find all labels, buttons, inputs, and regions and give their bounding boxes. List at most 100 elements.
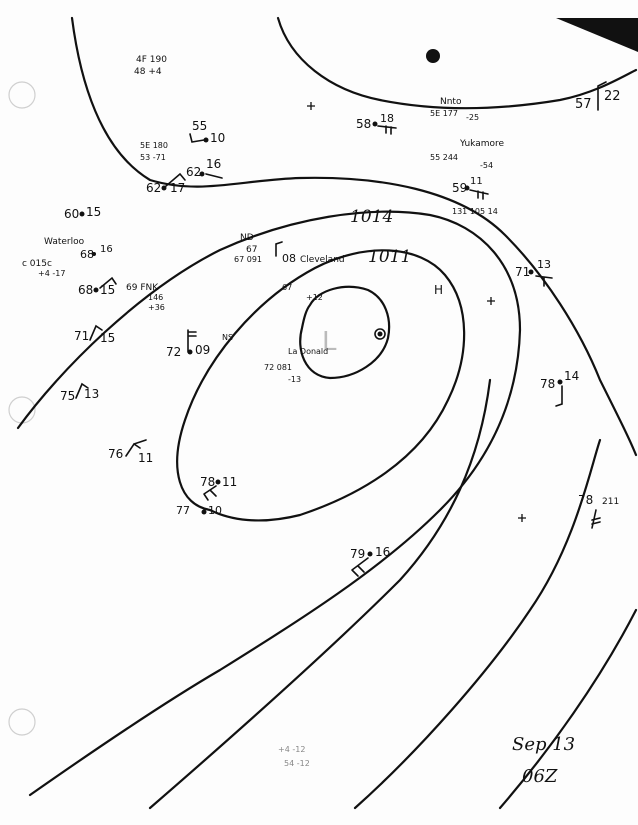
cross-1	[307, 102, 315, 110]
note: 67	[282, 283, 292, 292]
wind-barb	[165, 172, 186, 187]
isobar-1014	[16, 210, 522, 797]
station-wind: 211	[602, 497, 619, 507]
station-wind: 22	[604, 89, 621, 104]
wind-barb	[597, 81, 607, 111]
note: Waterloo	[44, 237, 85, 247]
note: 5E 180	[140, 141, 168, 150]
station-71-west: 71 15	[74, 324, 115, 345]
low-pressure-letter: L	[322, 327, 337, 357]
station-wind: 11	[470, 176, 483, 187]
station-wind: 10	[210, 131, 225, 145]
wind-barb	[351, 557, 369, 577]
isobar-innermost	[299, 285, 391, 380]
station-57: 57 22	[575, 81, 621, 112]
note: 67 091	[234, 255, 262, 264]
wind-barb	[189, 133, 205, 143]
note: Yukamore	[459, 139, 505, 149]
station-wind: 14	[564, 369, 579, 383]
map-time: 06Z	[522, 766, 558, 787]
station-78-southeast: 78 211	[578, 493, 619, 529]
station-78-east: 78 14	[540, 369, 579, 407]
note: 146	[148, 293, 163, 302]
note: -13	[288, 375, 301, 384]
note: +4 -17	[38, 269, 65, 278]
low-center-marker	[374, 328, 386, 340]
isobar-outer-north	[70, 16, 638, 457]
station-dot	[201, 509, 207, 515]
station-temp: 62	[146, 181, 161, 195]
binder-hole-top	[8, 81, 36, 109]
station-temp: 71	[74, 329, 89, 343]
wind-barb	[125, 439, 147, 457]
station-76: 76 11	[108, 439, 153, 465]
isobar-label-1011: 1011	[368, 247, 411, 267]
note: +12	[306, 293, 323, 302]
station-wind: 15	[100, 283, 115, 297]
station-75: 75 13	[60, 382, 99, 403]
note: -25	[466, 113, 479, 122]
note: c 015c	[22, 259, 52, 269]
station-dot	[161, 185, 167, 191]
note: 131 105 14	[452, 207, 498, 216]
station-dot	[215, 479, 221, 485]
station-55: 55 10	[189, 119, 225, 145]
station-wind: 09	[195, 343, 210, 357]
wind-barb	[469, 189, 489, 200]
station-temp: 78	[200, 475, 215, 489]
station-wind: 16	[206, 157, 221, 171]
note: Nnto	[440, 97, 462, 107]
binder-hole-bottom	[8, 708, 36, 736]
station-wind: 15	[86, 205, 101, 219]
station-temp: 58	[356, 117, 371, 131]
note: +36	[148, 303, 165, 312]
station-dot	[92, 252, 96, 256]
station-58: 58 18	[356, 112, 397, 135]
note: ND	[240, 233, 254, 243]
station-78-center: 78 11	[200, 475, 237, 501]
station-wind: 13	[537, 258, 551, 271]
note: -54	[480, 161, 493, 170]
isobar-northeast	[276, 16, 638, 110]
note: 69 FNK	[126, 283, 159, 293]
note: +4 -12	[278, 745, 305, 754]
station-temp: 75	[60, 389, 75, 403]
station-wind: 15	[100, 331, 115, 345]
station-dot	[79, 211, 85, 217]
station-dot	[372, 121, 378, 127]
station-temp: 78	[578, 493, 593, 507]
station-wind: 11	[222, 475, 237, 489]
station-dot	[203, 137, 209, 143]
station-temp: 71	[515, 265, 530, 279]
station-wind: 16	[375, 545, 390, 559]
wind-barb	[89, 324, 103, 341]
station-68-west: 68 16	[80, 244, 113, 261]
station-temp: 77	[176, 504, 190, 517]
note: 54 -12	[284, 759, 310, 768]
station-temp: 76	[108, 447, 123, 461]
note: La Donald	[288, 347, 328, 356]
isobar-1011	[176, 249, 466, 522]
wind-barb	[75, 382, 89, 399]
note: 5E 177	[430, 109, 458, 118]
station-72: 72 09	[166, 329, 210, 359]
wind-barb	[555, 385, 563, 407]
cross-2	[487, 297, 495, 305]
grid-crosses	[307, 102, 526, 522]
station-wind: 10	[208, 504, 222, 517]
note: Cleveland	[300, 255, 345, 265]
high-marker: H	[434, 283, 443, 297]
wind-barb	[203, 485, 217, 501]
note: 4F 190	[136, 55, 167, 65]
station-60: 60 15	[64, 205, 101, 221]
station-dot	[93, 287, 99, 293]
station-wind: 17	[170, 181, 185, 195]
low-center-dot	[377, 331, 383, 337]
map-date: Sep 13	[512, 734, 575, 755]
station-dot	[528, 269, 534, 275]
station-temp: 60	[64, 207, 79, 221]
station-67: 67 08	[246, 241, 296, 265]
station-temp: 68	[80, 248, 94, 261]
note: NS	[222, 333, 233, 342]
